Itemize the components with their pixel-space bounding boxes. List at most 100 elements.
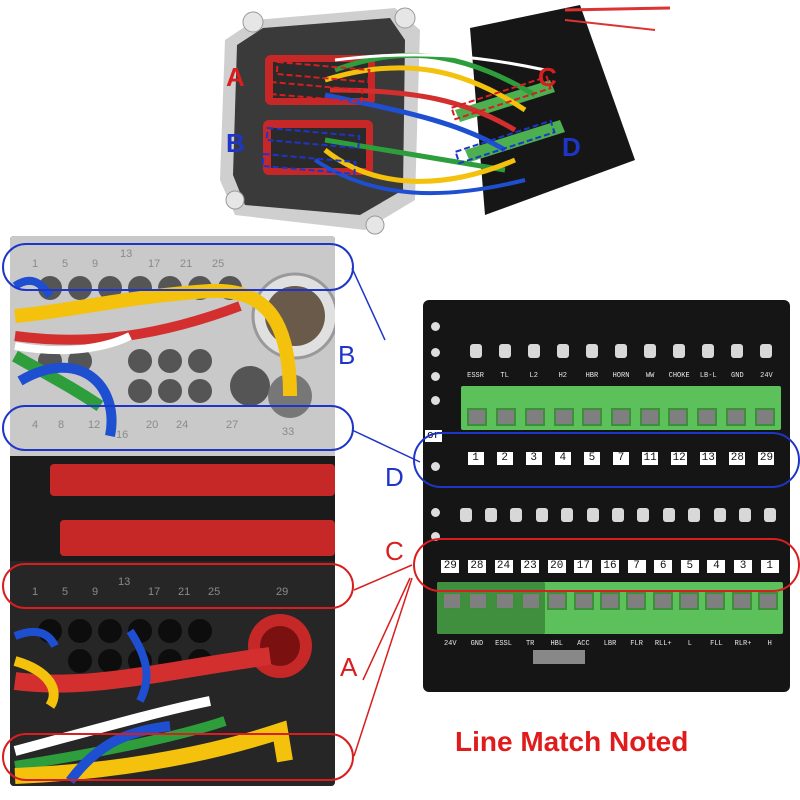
bottom-pin-number: 7 (627, 560, 646, 573)
led-icon (556, 344, 569, 358)
bottom-pin-number: 17 (574, 560, 593, 573)
bottom-terminal-label: 24V (443, 640, 457, 648)
connector-A-photo (13, 614, 312, 785)
top-terminal-label: H2 (558, 372, 568, 380)
bottom-terminal-label: ESSL (495, 640, 512, 648)
mount-hole (431, 322, 440, 331)
top-led-row (461, 344, 781, 364)
connector-B-top-num-13: 13 (120, 248, 133, 260)
connector-B-bot-num-24: 24 (176, 419, 189, 431)
top-pin-number: 12 (671, 452, 688, 465)
connector-B-top-num-1: 1 (32, 258, 39, 270)
connector-A-num-25: 25 (208, 586, 221, 598)
bottom-pin-number: 5 (680, 560, 699, 573)
bottom-pin-number: 16 (601, 560, 619, 573)
connector-B-bot-num-8: 8 (58, 419, 65, 431)
top-terminal-label: L2 (529, 372, 538, 380)
bottom-pin-number: 23 (521, 560, 540, 573)
connector-A-num-29: 29 (276, 586, 289, 598)
mount-hole (431, 532, 440, 541)
label-B: B (338, 340, 356, 370)
bottom-pin-number: 24 (494, 560, 513, 573)
top-terminal-label: LB-L (699, 372, 717, 380)
bottom-terminal-label: HBL (550, 640, 564, 648)
top-pin-number: 4 (554, 452, 571, 465)
bottom-pin-number: 6 (654, 560, 673, 573)
bottom-pin-number: 4 (707, 560, 726, 573)
terminal-screw-icon (468, 592, 489, 610)
terminal-screw-icon (697, 408, 718, 426)
connector-B-top-num-21: 21 (180, 258, 193, 270)
led-icon (527, 344, 540, 358)
bottom-terminal-label: H (767, 640, 772, 648)
callout-C-top: C (538, 62, 557, 92)
led-icon (764, 508, 777, 522)
highlight-A-top (2, 563, 354, 609)
terminal-screw-icon (547, 592, 568, 610)
terminal-screw-icon (725, 408, 746, 426)
led-icon (498, 344, 511, 358)
highlight-B-bottom (2, 405, 354, 451)
label-C: C (385, 536, 404, 566)
top-terminal-label: CHOKE (668, 372, 690, 380)
top-pin-number: 28 (729, 452, 746, 465)
terminal-screw-icon (442, 592, 463, 610)
terminal-screw-icon (731, 592, 752, 610)
top-terminal-label: TL (500, 372, 509, 380)
connector-B-top-num-25: 25 (212, 258, 225, 270)
top-terminal-label: 24V (760, 372, 773, 380)
connector-A-num-9: 9 (92, 586, 99, 598)
top-pin-number: 5 (583, 452, 600, 465)
bottom-terminal-label: FLR (630, 640, 643, 648)
mount-hole (431, 508, 440, 517)
terminal-screw-icon (582, 408, 603, 426)
led-icon (469, 344, 482, 358)
callout-B-top: B (226, 128, 245, 158)
top-terminal-label: ESSR (467, 372, 484, 380)
led-icon (615, 344, 627, 358)
terminal-screw-icon (573, 592, 594, 610)
top-pin-number: 1 (467, 452, 484, 465)
top-pin-number: 13 (700, 452, 717, 465)
connector-B-photo (12, 272, 335, 437)
led-icon (535, 508, 548, 522)
terminal-screw-icon (678, 592, 699, 610)
bottom-terminal-label: ACC (577, 640, 590, 648)
connector-B-top-num-9: 9 (92, 258, 99, 270)
bottom-terminal-label: RLL+ (654, 640, 672, 648)
hbl-acc-plate (533, 650, 585, 664)
led-icon (738, 508, 751, 522)
terminal-screw-icon (496, 408, 517, 426)
terminal-screw-icon (757, 592, 778, 610)
terminal-screw-icon (652, 592, 673, 610)
terminal-screw-icon (639, 408, 660, 426)
led-icon (585, 344, 598, 358)
connector-A-num-13: 13 (118, 576, 131, 588)
top-pin-number: 3 (525, 452, 542, 465)
top-screw-row (463, 408, 779, 428)
connector-B-bot-num-12: 12 (88, 419, 101, 431)
led-icon (688, 508, 701, 522)
terminal-screw-icon (553, 408, 574, 426)
terminal-screw-icon (494, 592, 515, 610)
led-icon (673, 344, 686, 358)
led-icon (612, 508, 624, 522)
top-terminal-label: HORN (612, 372, 630, 380)
led-icon (510, 508, 523, 522)
terminal-screw-icon (626, 592, 647, 610)
red-latch-1 (50, 464, 335, 496)
highlight-B-top (2, 243, 354, 291)
highlight-D (413, 432, 800, 488)
bottom-pin-number: 20 (547, 560, 566, 573)
connector-B-top-num-5: 5 (62, 258, 69, 270)
connector-A-num-21: 21 (178, 586, 191, 598)
caption: Line Match Noted (455, 726, 689, 757)
bottom-screw-row (439, 592, 781, 612)
terminal-screw-icon (668, 408, 689, 426)
bottom-terminal-label: TR (525, 640, 535, 648)
connector-B-top-num-17: 17 (148, 258, 161, 270)
mount-hole (431, 396, 440, 405)
wiring-photo (220, 5, 671, 235)
